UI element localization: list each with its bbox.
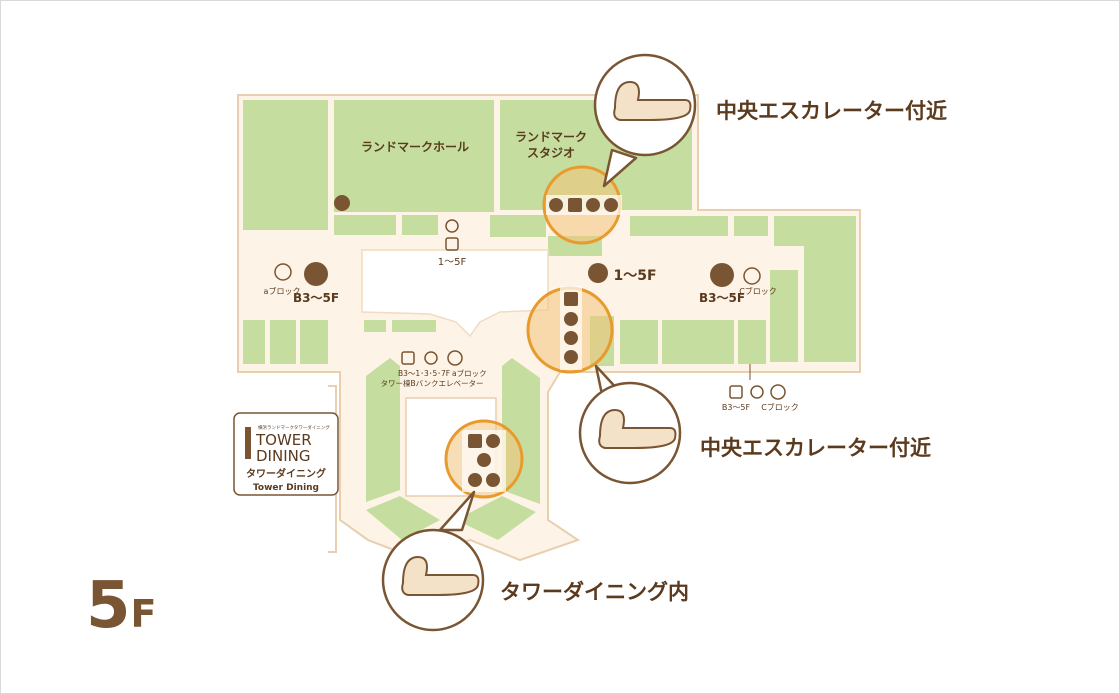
escalator-icon: [304, 262, 328, 286]
escalator-range-center: 1～5F: [613, 268, 656, 284]
wheelchair-icon: [424, 351, 438, 365]
room-label-landmark-studio-1: ランドマーク: [515, 130, 587, 144]
escalator-icon: [710, 263, 734, 287]
powder-room-icon: [568, 198, 582, 212]
floor-number: 5: [86, 569, 131, 643]
parking-block-label-right: Cブロック: [739, 286, 777, 296]
powder-room-icon: [468, 434, 482, 448]
callout-bubble-middle: [578, 364, 682, 485]
toilet-icon: [477, 453, 491, 467]
tower-dining-sign[interactable]: 横浜ランドマークタワーダイニング TOWER DINING タワーダイニング T…: [233, 412, 339, 496]
facility-icons-bottom: [468, 434, 500, 487]
parking-icon: [447, 350, 463, 366]
tower-elevator-range: B3～1･3･5･7F: [398, 369, 450, 378]
callout-bubble-top: [593, 53, 697, 188]
toilet-icon: [549, 198, 563, 212]
parking-icon: [770, 384, 786, 400]
tower-dining-logo-tagline: 横浜ランドマークタワーダイニング: [258, 424, 330, 431]
parking-icon: [274, 263, 292, 281]
toilet-seat-icon: [613, 80, 692, 121]
elevator-icon: [445, 237, 459, 251]
wheelchair-icon: [564, 312, 578, 326]
tower-dining-name-jp: タワーダイニング: [246, 467, 326, 480]
toilet-icon: [334, 195, 350, 211]
baby-icon: [604, 198, 618, 212]
toilet-seat-icon: [401, 555, 480, 596]
escalator-range-left: B3～5F: [293, 291, 339, 305]
callout-label-middle: 中央エスカレーター付近: [694, 432, 937, 469]
highlight-area-middle[interactable]: [526, 286, 614, 374]
room-label-landmark-studio-2: スタジオ: [527, 146, 575, 160]
baby-icon: [564, 331, 578, 345]
tower-dining-name-en: Tower Dining: [253, 483, 319, 493]
parking-block-label-bottom: Cブロック: [761, 402, 799, 412]
elevator-range-label: 1～5F: [438, 257, 467, 268]
escalator-range-right: B3～5F: [699, 291, 745, 305]
store-blocks: [243, 100, 856, 540]
facility-icons-middle: [564, 292, 578, 364]
wheelchair-icon: [586, 198, 600, 212]
parking-block-label-left: aブロック: [264, 286, 301, 296]
elevator-icon: [401, 351, 415, 365]
parking-icon: [743, 267, 761, 285]
tower-elevator-name: タワー棟Bバンクエレベーター: [380, 378, 483, 388]
callout-label-bottom: タワーダイニング内: [494, 576, 695, 613]
toilet-seat-icon: [598, 408, 677, 449]
baby-icon: [486, 473, 500, 487]
wheelchair-icon: [445, 219, 459, 233]
toilet-icon: [564, 350, 578, 364]
wheelchair-icon: [750, 385, 764, 399]
elevator-range-bottom: B3～5F: [722, 403, 751, 412]
facility-icons-top: [549, 198, 618, 212]
escalator-icon: [588, 263, 608, 283]
tower-elevator-block: aブロック: [452, 368, 487, 378]
toilet-icon: [468, 473, 482, 487]
tower-dining-logo-word2: DINING: [256, 447, 310, 465]
room-label-landmark-hall: ランドマークホール: [361, 140, 469, 154]
wheelchair-icon: [486, 434, 500, 448]
elevator-icon: [729, 385, 743, 399]
floor-indicator: 5F: [86, 574, 157, 638]
tower-dining-logo-word1: TOWER: [255, 431, 312, 449]
powder-room-icon: [564, 292, 578, 306]
callout-bubble-bottom: [381, 490, 485, 632]
floor-unit: F: [130, 592, 157, 636]
callout-label-top: 中央エスカレーター付近: [710, 95, 953, 132]
